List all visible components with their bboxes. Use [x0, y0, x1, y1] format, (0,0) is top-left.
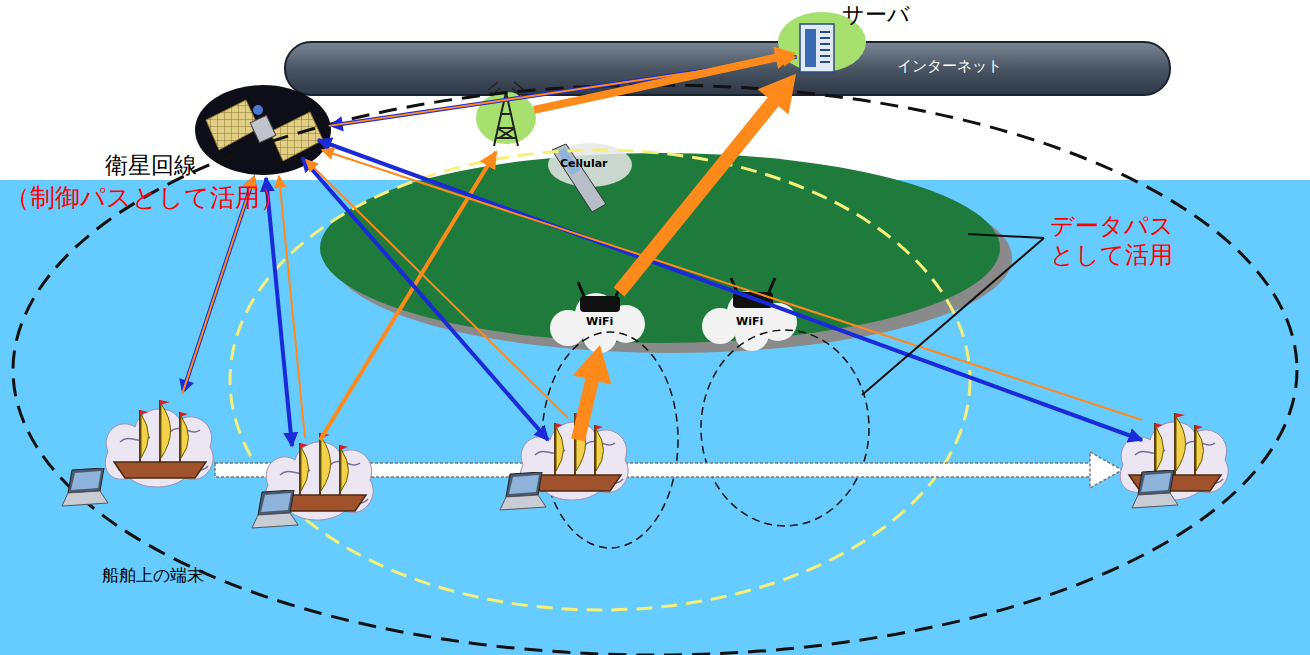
- ship-terminal: 船舶上の端末: [100, 392, 220, 492]
- wifi-cloud: [550, 282, 645, 353]
- router-antenna: [578, 282, 622, 296]
- control-path-arrow: [306, 160, 568, 418]
- control-path-arrow: [279, 176, 305, 438]
- connector-line: [534, 57, 780, 110]
- laptop: [500, 472, 546, 510]
- wifi-router: WiFi: [700, 292, 800, 344]
- server-panel: [805, 29, 816, 67]
- ship: [1120, 413, 1228, 500]
- wifi-cloud: [702, 278, 797, 351]
- arrowhead: [773, 47, 796, 69]
- internet-band: インターネット: [285, 42, 1170, 95]
- island: [320, 153, 1000, 343]
- laptop: [1132, 470, 1178, 508]
- control-path-arrow: [329, 51, 797, 126]
- cellular-tower: Cellular: [478, 86, 534, 146]
- cell-phone: [548, 143, 632, 212]
- coverage-area: [230, 150, 970, 610]
- laptop: [252, 490, 298, 528]
- node-note: （制御パスとして活用）: [5, 184, 285, 213]
- tower-frame: [494, 92, 518, 146]
- solar-panel: [270, 112, 323, 161]
- arrowhead: [782, 51, 797, 66]
- phone-body: [552, 144, 606, 212]
- connector-line: [340, 57, 797, 124]
- server-slots: [820, 32, 830, 62]
- arrowhead: [758, 74, 796, 115]
- data-path-arrow: [534, 47, 796, 110]
- control-path-arrow: [302, 158, 548, 440]
- laptop: [62, 468, 108, 506]
- node-title: Cellular: [560, 158, 608, 171]
- router-body: [580, 296, 620, 312]
- leader-line: [862, 234, 1044, 395]
- ship: [105, 400, 213, 487]
- control-path-arrow: [318, 140, 1142, 440]
- course-head: [1090, 452, 1122, 488]
- connector-line: [182, 186, 251, 394]
- node-title: 衛星回線: [105, 152, 197, 178]
- system-boundary: [13, 85, 1297, 655]
- callout-note: データパス として活用: [1050, 212, 1185, 270]
- router-antenna: [731, 278, 775, 292]
- data-path-arrow: [619, 74, 796, 292]
- server-cabinet: [800, 24, 834, 72]
- node-title: サーバ: [842, 2, 910, 27]
- connector-line: [329, 59, 786, 126]
- satellite-dish: [253, 105, 263, 115]
- node-title: WiFi: [586, 316, 613, 329]
- wifi-router: WiFi: [548, 292, 648, 344]
- control-path-arrow: [266, 178, 292, 446]
- node-title: WiFi: [736, 316, 763, 329]
- server-illustration: [800, 24, 834, 72]
- satellite-link: 衛星回線（制御パスとして活用）: [198, 88, 328, 173]
- node-title: インターネット: [897, 58, 1002, 75]
- arrowhead: [329, 116, 344, 131]
- connector-line: [619, 96, 778, 292]
- arrowhead: [179, 378, 194, 394]
- connector-line: [186, 186, 251, 384]
- control-path-arrow: [322, 150, 1142, 420]
- data-path-arrowhead: [573, 345, 612, 385]
- tower-highlight: [476, 92, 536, 144]
- control-path-arrow: [329, 57, 797, 132]
- data-path-arrow: [578, 372, 594, 440]
- satellite-body: [250, 115, 276, 143]
- node-title: 船舶上の端末: [102, 566, 204, 586]
- server-icon: サーバ: [796, 24, 836, 74]
- wifi-range: [701, 330, 869, 526]
